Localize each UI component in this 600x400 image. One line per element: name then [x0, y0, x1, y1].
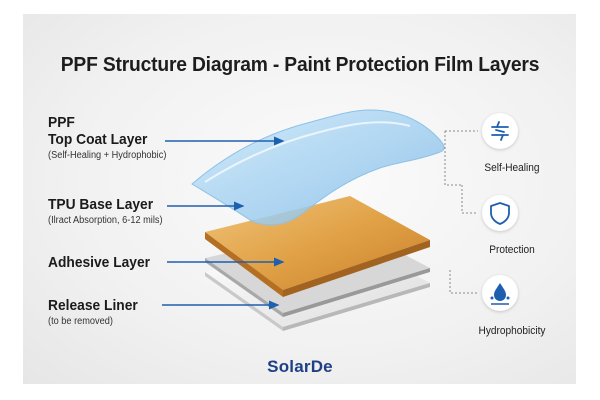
release-liner-name: Release Liner: [48, 297, 138, 314]
ppf-heading: PPF: [48, 114, 75, 131]
brand-logo: SolarDe: [267, 357, 333, 376]
self-healing-label: Self-Healing: [484, 162, 540, 174]
release-liner-detail: (to be removed): [48, 316, 113, 327]
top-coat-layer-detail: (Self-Healing + Hydrophobic): [48, 150, 167, 161]
shield-icon: [482, 195, 518, 231]
hydrophobicity-label: Hydrophobicity: [478, 325, 546, 337]
tpu-base-layer-detail: (Ilract Absorption, 6-12 mils): [48, 215, 163, 226]
top-coat-label: PPF Top Coat Layer (Self-Healing + Hydro…: [48, 114, 177, 161]
top-coat-layer-name: Top Coat Layer: [48, 131, 148, 148]
feature-connectors: [444, 130, 478, 294]
tpu-base-layer-name: TPU Base Layer: [48, 196, 154, 213]
water-drop-icon: [482, 275, 518, 311]
page-title: PPF Structure Diagram - Paint Protection…: [60, 53, 540, 76]
top-coat-sheet: [191, 109, 445, 226]
tpu-base-label: TPU Base Layer (Ilract Absorption, 6-12 …: [48, 196, 173, 226]
self-healing-icon: [482, 113, 518, 149]
release-liner-label: Release Liner (to be removed): [48, 297, 146, 327]
protection-label: Protection: [489, 244, 535, 256]
adhesive-layer-name: Adhesive Layer: [48, 254, 151, 271]
adhesive-label: Adhesive Layer: [48, 254, 159, 271]
